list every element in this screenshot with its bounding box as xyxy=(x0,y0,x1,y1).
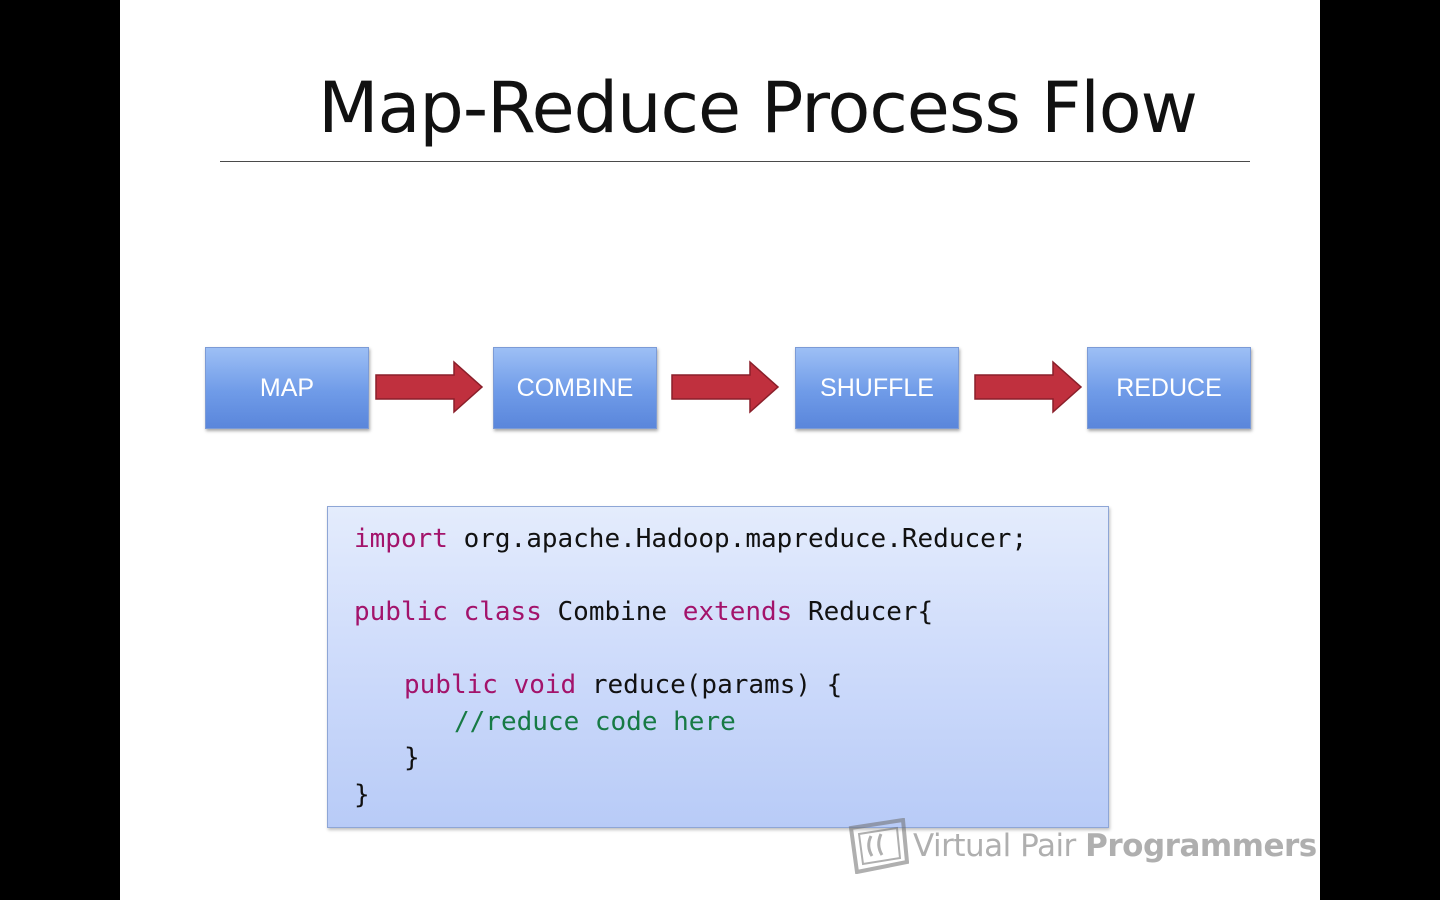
code-text: reduce(params) { xyxy=(576,670,843,700)
code-line-blank xyxy=(354,558,1108,595)
code-keyword: void xyxy=(513,670,577,700)
code-keyword: import xyxy=(354,524,448,554)
watermark-strong: Programmers xyxy=(1085,828,1317,864)
code-text: Reducer{ xyxy=(792,597,934,627)
watermark: Virtual Pair Programmers xyxy=(847,818,1317,874)
code-line-class: public class Combine extends Reducer{ xyxy=(354,594,1108,631)
code-line-method: public void reduce(params) { xyxy=(354,667,1108,704)
page-title: Map-Reduce Process Flow xyxy=(318,67,1198,149)
code-keyword: class xyxy=(463,597,542,627)
code-keyword: public xyxy=(404,670,498,700)
flow-step-map: MAP xyxy=(205,347,369,429)
code-text: Combine xyxy=(541,597,683,627)
code-text: org.apache.Hadoop.mapreduce.Reducer; xyxy=(447,524,1028,554)
code-line-comment: //reduce code here xyxy=(354,704,1108,741)
code-line-close-outer: } xyxy=(354,777,1108,814)
title-divider xyxy=(220,161,1250,162)
code-line-close-inner: } xyxy=(354,740,1108,777)
watermark-light: Virtual Pair xyxy=(913,828,1086,864)
right-arrow-icon xyxy=(671,360,780,414)
code-keyword: public xyxy=(354,597,448,627)
code-keyword: extends xyxy=(682,597,793,627)
code-line-blank xyxy=(354,631,1108,668)
code-comment: //reduce code here xyxy=(454,706,736,737)
code-text: } xyxy=(404,743,420,773)
right-arrow-icon xyxy=(375,360,484,414)
right-arrow-icon xyxy=(974,360,1083,414)
flow-step-combine: COMBINE xyxy=(493,347,657,429)
code-line-import: import org.apache.Hadoop.mapreduce.Reduc… xyxy=(354,521,1108,558)
slide: Map-Reduce Process Flow MAP COMBINE SHUF… xyxy=(120,0,1320,900)
code-text: } xyxy=(354,779,370,810)
code-snippet: import org.apache.Hadoop.mapreduce.Reduc… xyxy=(327,506,1109,828)
flow-step-shuffle: SHUFFLE xyxy=(795,347,959,429)
flow-step-reduce: REDUCE xyxy=(1087,347,1251,429)
watermark-text: Virtual Pair Programmers xyxy=(913,828,1317,864)
vpp-logo-icon xyxy=(848,818,909,874)
